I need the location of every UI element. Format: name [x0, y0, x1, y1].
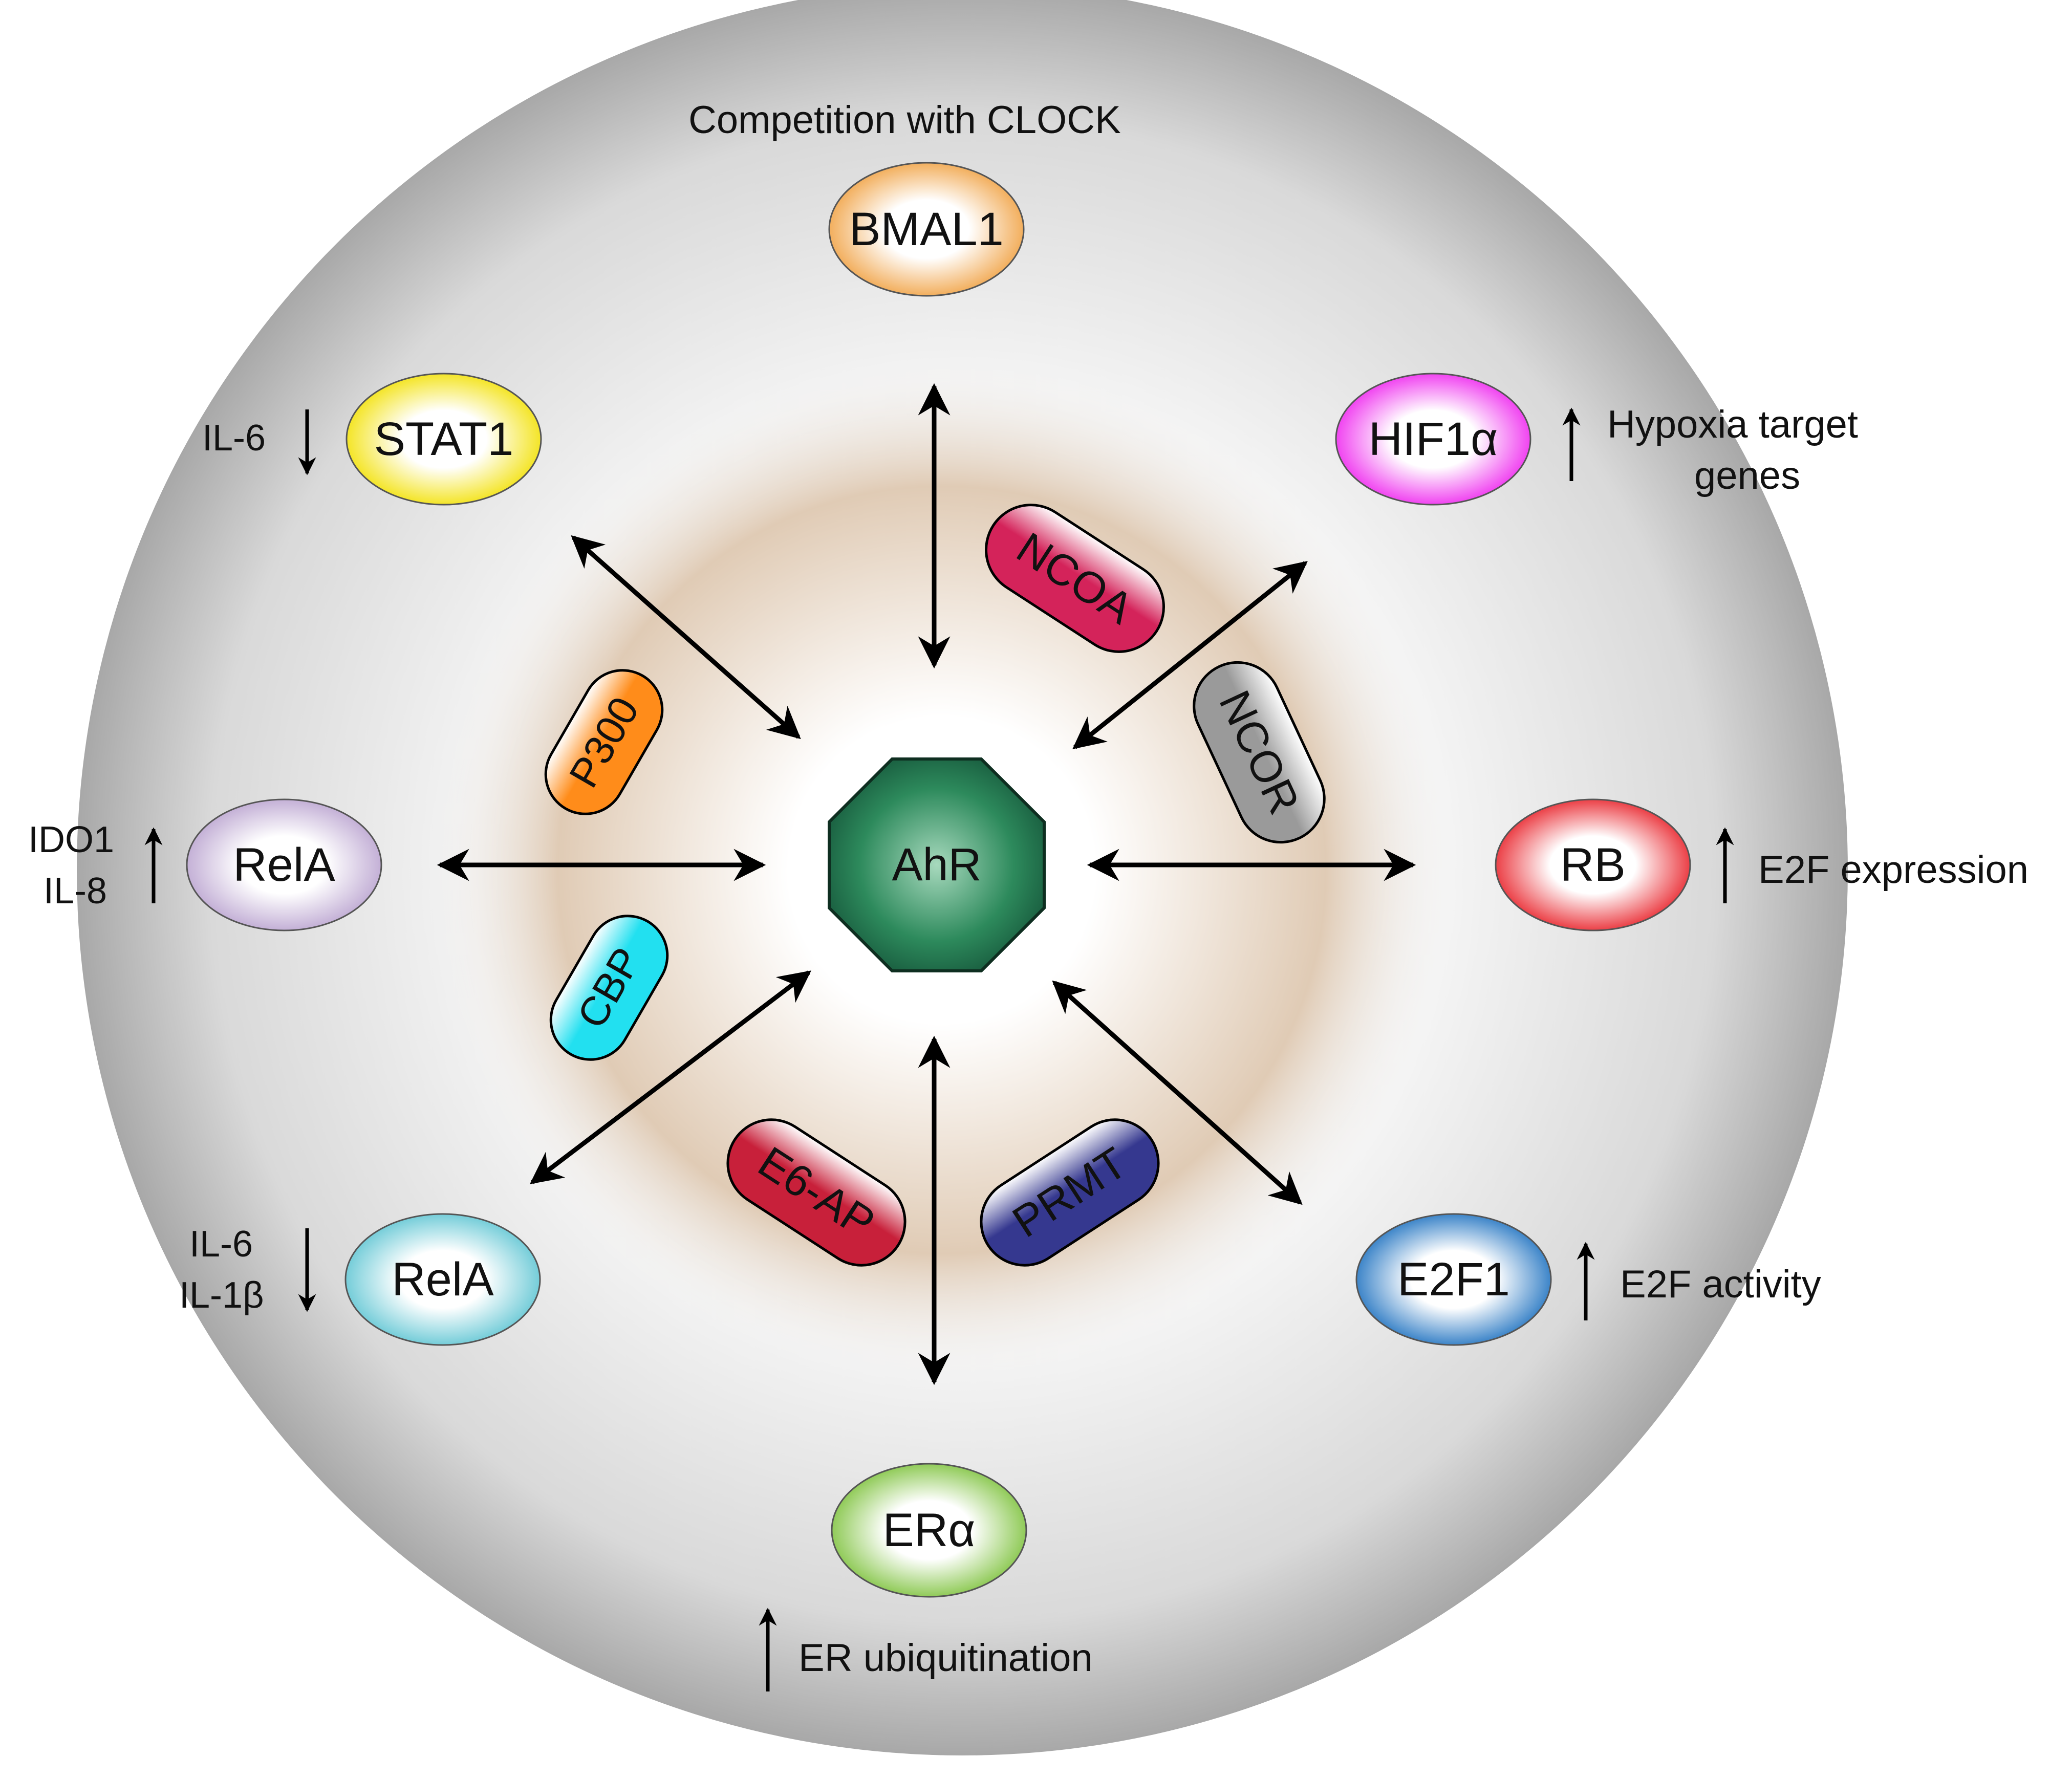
partner-e2f1-label: E2F1: [1397, 1253, 1510, 1306]
partner-rela-left: RelA: [186, 798, 382, 931]
annotations: Competition with CLOCK IL-6 Hypoxia targ…: [28, 98, 2028, 1691]
cofactor-p300-pill: [544, 669, 664, 815]
cofactor-e6ap-pill: [726, 1118, 907, 1267]
cofactor-ncor-pill: [1193, 661, 1326, 844]
partner-rela-bottom: RelA: [344, 1213, 541, 1346]
partner-stat1-oval: [346, 373, 542, 506]
partner-rela-left-label: RelA: [233, 839, 335, 891]
cofactor-ncoa-pill: [985, 504, 1165, 653]
partner-bmal1-label: BMAL1: [849, 203, 1004, 255]
ahr-octagon: [828, 757, 1046, 972]
rela-left-annotation-line2: IL-8: [44, 871, 107, 912]
stat1-annotation: IL-6: [202, 418, 266, 459]
rela-left-annotation-line1: IDO1: [28, 819, 114, 860]
rela-bottom-annotation-line1: IL-6: [189, 1224, 253, 1265]
partner-rb-oval: [1495, 798, 1691, 931]
e2f1-annotation: E2F activity: [1620, 1263, 1821, 1306]
era-annotation: ER ubiquitination: [798, 1636, 1093, 1680]
partner-rb: RB: [1495, 798, 1691, 931]
hif1a-annotation-line1: Hypoxia target: [1607, 403, 1858, 446]
partner-bmal1: BMAL1: [828, 162, 1025, 297]
partner-e2f1: E2F1: [1355, 1213, 1552, 1346]
partner-era-label: ERα: [883, 1504, 976, 1556]
arrow-stat1: [571, 535, 801, 740]
cofactor-prmt-pill: [980, 1118, 1160, 1267]
partner-era: ERα: [831, 1463, 1027, 1598]
arrow-hif1a: [1072, 561, 1308, 749]
cofactor-cbp-pill: [549, 915, 669, 1061]
partner-bmal1-oval: [828, 162, 1025, 297]
cofactor-cbp: CBP: [549, 915, 669, 1061]
arrows: [437, 383, 1416, 1385]
partner-era-oval: [831, 1463, 1027, 1598]
rb-annotation: E2F expression: [1758, 848, 2028, 892]
rela-bottom-annotation-line2: IL-1β: [179, 1275, 264, 1316]
ahr-label: AhR: [892, 839, 981, 891]
partner-stat1: STAT1: [346, 373, 542, 506]
partner-stat1-label: STAT1: [374, 413, 514, 465]
partner-hif1a-oval: [1335, 373, 1531, 506]
partner-rela-bottom-label: RelA: [392, 1253, 494, 1306]
bmal1-annotation: Competition with CLOCK: [688, 98, 1121, 142]
partner-rela-left-oval: [186, 798, 382, 931]
arrow-rela-bottom: [529, 970, 812, 1184]
partner-hif1a-label: HIF1α: [1369, 413, 1498, 465]
ahr-node: AhR: [828, 757, 1046, 972]
partner-e2f1-oval: [1355, 1213, 1552, 1346]
partner-rela-bottom-oval: [344, 1213, 541, 1346]
partner-rb-label: RB: [1560, 839, 1626, 891]
hif1a-annotation-line2: genes: [1694, 454, 1800, 497]
partner-hif1a: HIF1α: [1335, 373, 1531, 506]
arrow-e2f1: [1052, 980, 1303, 1205]
